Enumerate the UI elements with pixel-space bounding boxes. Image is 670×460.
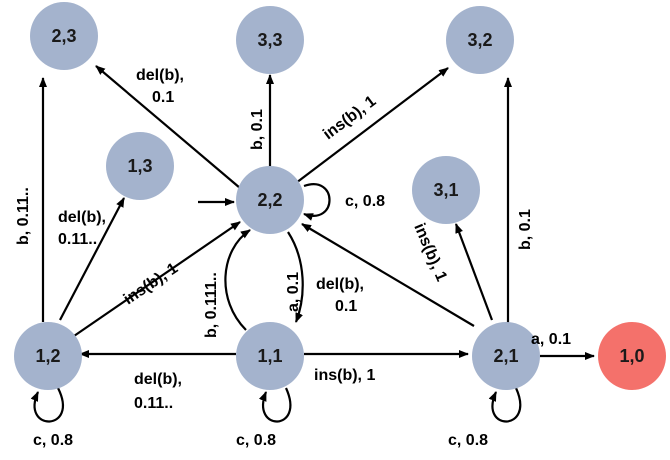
label-edge-1-2-to-2-3: b, 0.11.. bbox=[15, 187, 32, 245]
svg-text:3,3: 3,3 bbox=[257, 30, 282, 50]
edge-2-1-to-2-2 bbox=[301, 223, 475, 327]
edge-1-2-self-loop bbox=[30, 387, 65, 423]
label-edge-2-2-to-3-2: ins(b), 1 bbox=[320, 93, 379, 144]
label-edge-1-1-to-2-2: b, 0.111.. bbox=[203, 272, 220, 338]
label-edge-2-2-to-2-3-line1: del(b), bbox=[136, 67, 184, 84]
edge-2-2-to-2-3 bbox=[95, 65, 241, 189]
edge-2-2-to-1-1 bbox=[287, 231, 304, 323]
edge-2-2-to-3-2 bbox=[291, 67, 449, 187]
svg-text:3,2: 3,2 bbox=[467, 30, 492, 50]
label-edge-1-2-to-1-3-line2: 0.11.. bbox=[58, 231, 97, 248]
svg-text:3,1: 3,1 bbox=[433, 180, 458, 200]
label-edge-2-2-to-3-3: b, 0.1 bbox=[249, 109, 266, 150]
node-2-1: 2,1 bbox=[472, 322, 540, 390]
label-edge-2-1-to-3-1: ins(b), 1 bbox=[410, 221, 450, 284]
edge-1-1-self-loop bbox=[258, 387, 292, 423]
edge-1-2-to-1-3 bbox=[59, 197, 125, 321]
label-edge-2-1-to-2-2-line1: del(b), bbox=[316, 276, 364, 293]
node-1-0: 1,0 bbox=[598, 322, 666, 390]
edge-1-2-to-2-2 bbox=[73, 221, 241, 337]
label-edge-1-2-to-2-2: ins(b), 1 bbox=[121, 260, 181, 308]
svg-text:2,1: 2,1 bbox=[493, 346, 518, 366]
label-edge-1-1-to-1-2-line1: del(b), bbox=[134, 371, 182, 388]
node-1-1: 1,1 bbox=[236, 322, 304, 390]
label-edge-2-1-to-1-0: a, 0.1 bbox=[531, 331, 571, 348]
edge-2-1-to-3-1 bbox=[454, 223, 494, 321]
node-3-2: 3,2 bbox=[446, 6, 514, 74]
node-3-3: 3,3 bbox=[236, 6, 304, 74]
label-edge-2-2-to-1-1: a, 0.1 bbox=[285, 272, 302, 312]
edge-2-2-self-loop bbox=[303, 183, 331, 221]
label-edge-1-2-to-1-3-line1: del(b), bbox=[58, 209, 106, 226]
label-edge-2-1-self-loop: c, 0.8 bbox=[448, 432, 488, 449]
edge-2-1-self-loop bbox=[488, 387, 522, 423]
svg-text:1,2: 1,2 bbox=[35, 346, 60, 366]
label-edge-2-2-self-loop: c, 0.8 bbox=[345, 193, 385, 210]
node-2-3: 2,3 bbox=[30, 2, 98, 70]
svg-text:2,3: 2,3 bbox=[51, 26, 76, 46]
svg-text:2,2: 2,2 bbox=[257, 190, 282, 210]
label-edge-2-1-to-3-2: b, 0.1 bbox=[517, 209, 534, 250]
edge-1-1-to-2-2 bbox=[224, 229, 251, 331]
node-2-2: 2,2 bbox=[236, 166, 304, 234]
svg-text:1,0: 1,0 bbox=[619, 346, 644, 366]
label-edge-2-1-to-2-2-line2: 0.1 bbox=[335, 298, 357, 315]
node-1-2: 1,2 bbox=[14, 322, 82, 390]
svg-text:1,1: 1,1 bbox=[257, 346, 282, 366]
node-1-3: 1,3 bbox=[106, 132, 174, 200]
label-edge-1-1-to-2-1: ins(b), 1 bbox=[314, 367, 375, 384]
label-edge-1-1-self-loop: c, 0.8 bbox=[236, 432, 276, 449]
label-edge-2-2-to-2-3-line2: 0.1 bbox=[152, 89, 174, 106]
node-3-1: 3,1 bbox=[412, 156, 480, 224]
label-edge-1-2-self-loop: c, 0.8 bbox=[33, 432, 73, 449]
svg-text:1,3: 1,3 bbox=[127, 156, 152, 176]
label-edge-1-1-to-1-2-line2: 0.11.. bbox=[134, 395, 173, 412]
